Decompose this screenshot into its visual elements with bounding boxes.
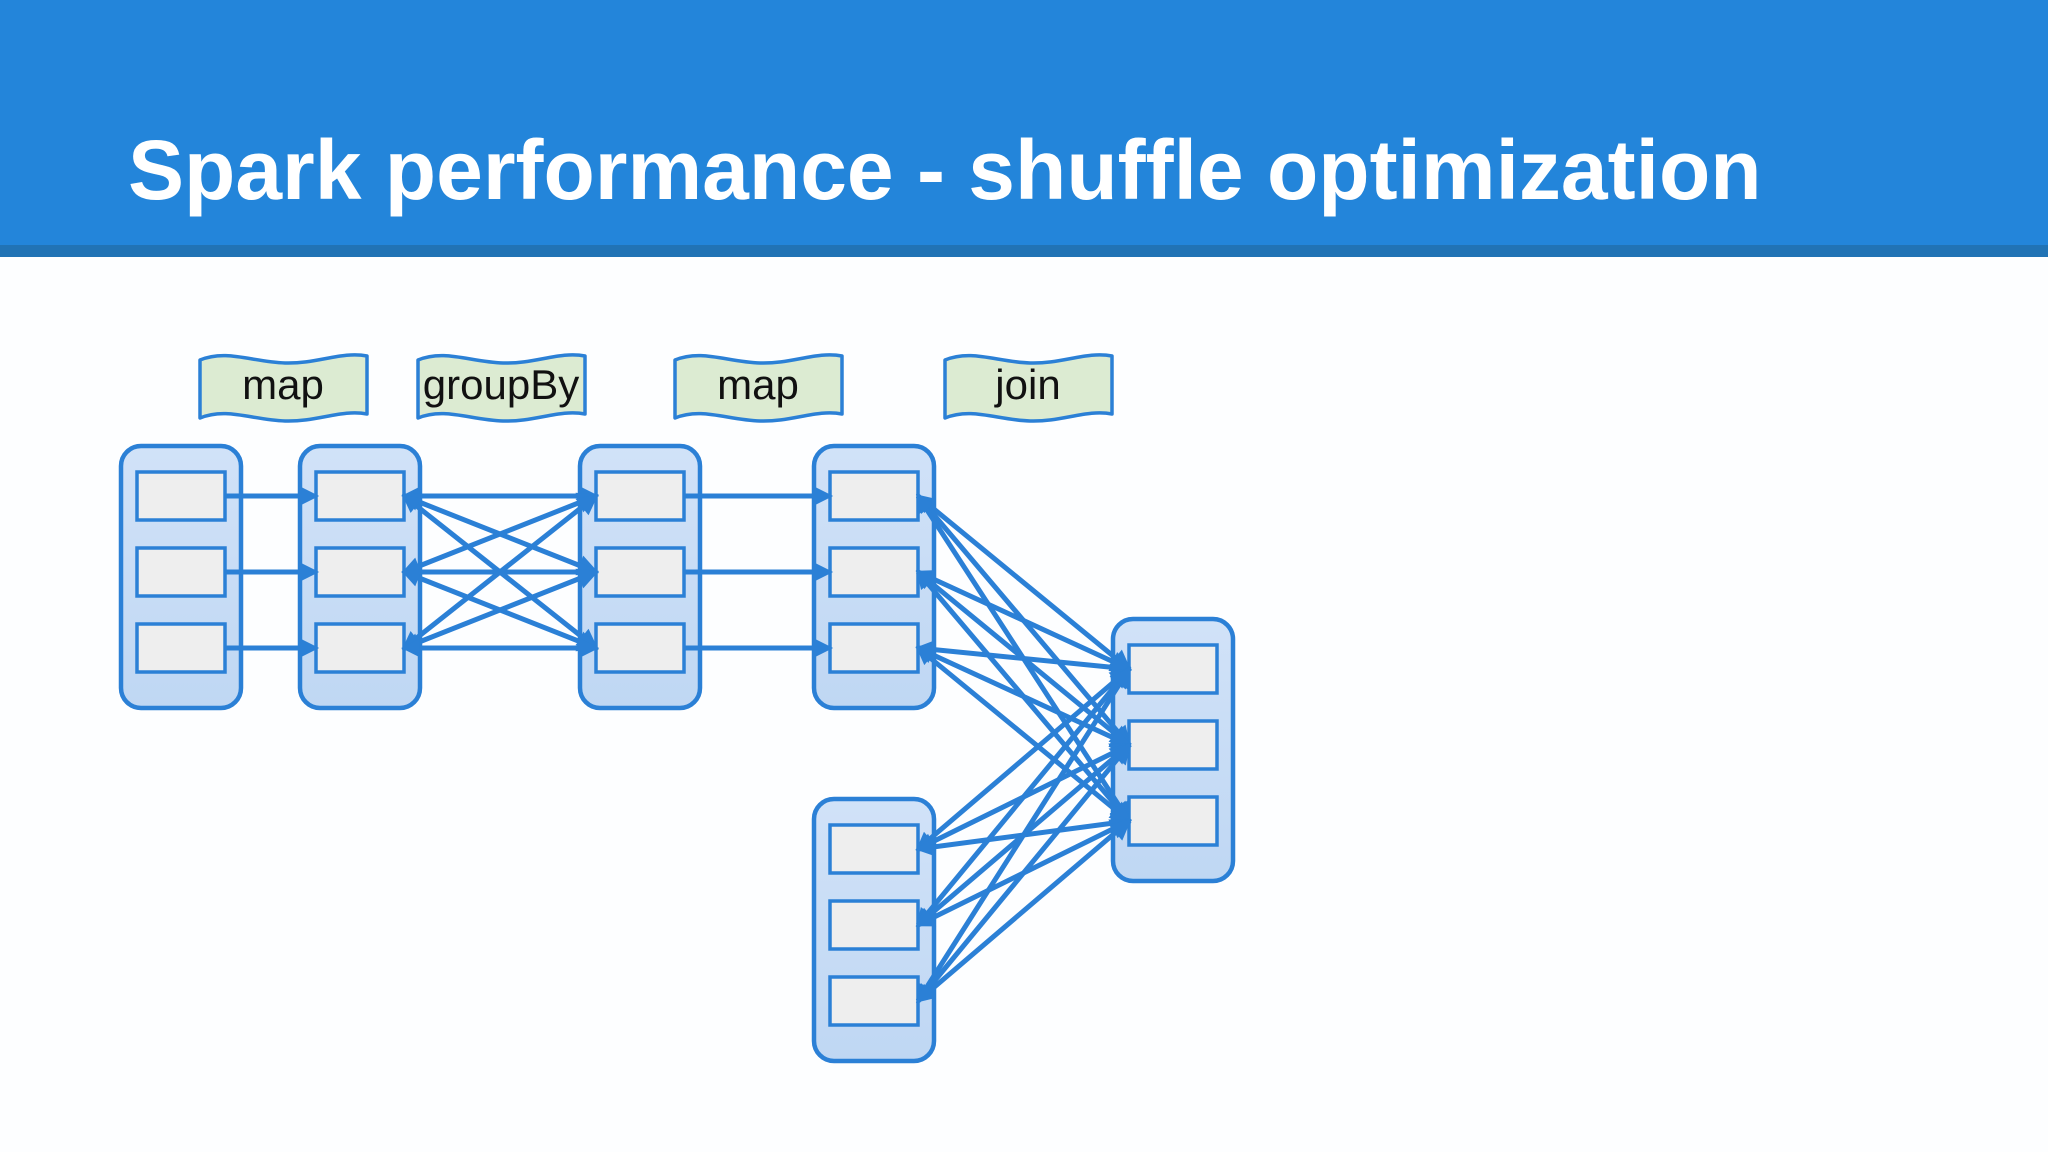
header-accent-strip [0, 245, 2048, 257]
stage-flag-groupby: groupBy [416, 353, 587, 423]
partition-box [135, 546, 227, 598]
partition-box [828, 546, 920, 598]
partition-box [314, 622, 406, 674]
stage-flag-label: join [993, 361, 1060, 408]
rdd-columns [118, 443, 1236, 1064]
partition-box [314, 546, 406, 598]
stage-flag-shape [198, 353, 369, 423]
stage-flag-shape [673, 353, 844, 423]
rdd-column-mapped-rdd-2 [811, 443, 937, 711]
slide-title: Spark performance - shuffle optimization [128, 123, 1762, 217]
stage-flag-shape [416, 353, 587, 423]
join-shuffle-arrow [915, 818, 1132, 1003]
partition-box [1127, 719, 1219, 771]
join-shuffle-arrow [915, 640, 1133, 678]
partition-box [594, 470, 686, 522]
join-shuffle-arrow [916, 742, 1132, 1004]
partition-box [828, 823, 920, 875]
partition-box [828, 470, 920, 522]
partition-box [828, 622, 920, 674]
stage-flag-join: join [943, 353, 1114, 423]
stage-flag-label: groupBy [423, 361, 579, 408]
rdd-column-input-rdd [118, 443, 244, 711]
partition-box [1127, 643, 1219, 695]
partition-box [135, 470, 227, 522]
partition-box [828, 975, 920, 1027]
stage-flag-map: map [673, 353, 844, 423]
stage-flag-label: map [717, 361, 799, 408]
partition-box [1127, 795, 1219, 847]
stage-flag-label: map [242, 361, 324, 408]
groupby-shuffle-arrow [401, 568, 599, 651]
partition-box [594, 622, 686, 674]
partition-box [314, 470, 406, 522]
dependency-arrows [225, 485, 1133, 1004]
slide-header: Spark performance - shuffle optimization [0, 0, 2048, 257]
join-shuffle-arrow [915, 494, 1132, 671]
partition-box [594, 546, 686, 598]
rdd-column-mapped-rdd [297, 443, 423, 711]
partition-box [828, 899, 920, 951]
rdd-column-joined-rdd [1110, 616, 1236, 884]
rdd-column-second-input-rdd [811, 796, 937, 1064]
stage-flag-shape [943, 353, 1114, 423]
stage-flag-map: map [198, 353, 369, 423]
rdd-column-grouped-rdd [577, 443, 703, 711]
partition-box [135, 622, 227, 674]
